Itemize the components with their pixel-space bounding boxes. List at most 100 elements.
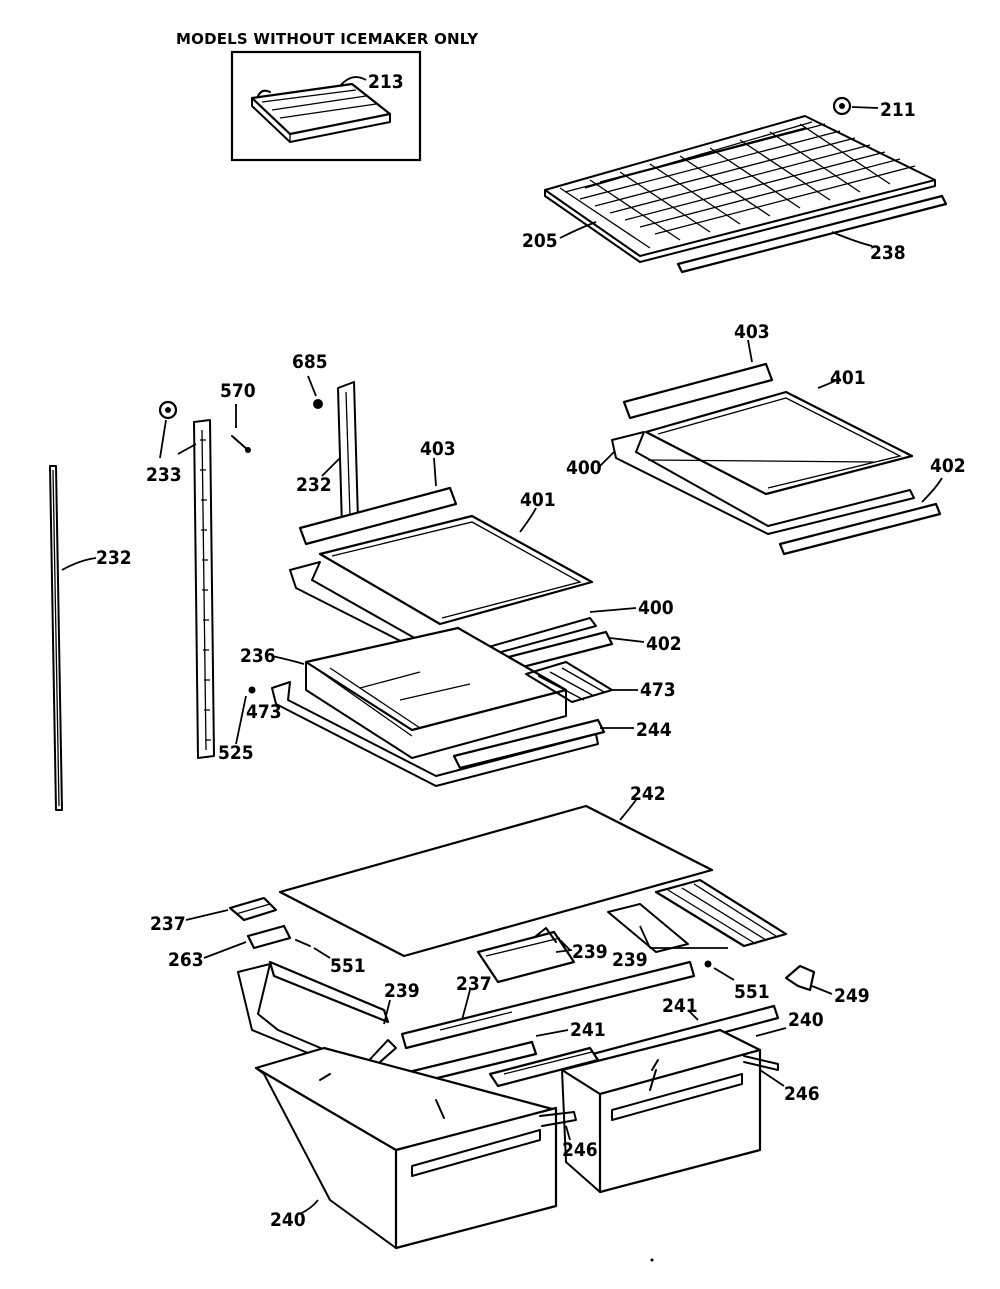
crisper-frame-244	[271, 681, 606, 787]
leader-238	[831, 231, 873, 247]
label-263: 263	[168, 949, 204, 971]
label-249: 249	[834, 985, 870, 1007]
glass-shelf-401-mid	[318, 514, 594, 626]
shelf-trim-403-mid	[298, 486, 458, 546]
label-241-mid: 241	[570, 1019, 606, 1041]
label-401-right: 401	[830, 367, 866, 389]
leader-205	[559, 221, 597, 239]
label-233: 233	[146, 464, 182, 486]
label-685: 685	[292, 351, 328, 373]
label-239-left: 239	[384, 980, 420, 1002]
shelf-trim-402-right	[778, 502, 942, 556]
leader-239-right	[639, 925, 728, 949]
label-551-right: 551	[734, 981, 770, 1003]
leader-525	[235, 695, 247, 745]
leader-233	[159, 419, 197, 459]
label-401-mid: 401	[520, 489, 556, 511]
glass-shelf-401-right	[644, 390, 914, 496]
stray-mark	[650, 1258, 654, 1262]
leader-246-mid	[565, 1125, 571, 1141]
part-263-clip	[246, 924, 292, 950]
part-473-left-screw	[248, 686, 256, 694]
leader-241-mid	[535, 1029, 569, 1037]
leader-551-left	[313, 947, 331, 959]
drawer-240-left	[254, 1046, 558, 1250]
icemaker-inset-box	[230, 50, 422, 162]
leader-402-right	[921, 477, 943, 503]
shelf-trim-238	[676, 194, 948, 274]
label-402-mid: 402	[646, 633, 682, 655]
part-239-bracket-mid	[476, 927, 576, 984]
clip-211	[832, 96, 852, 116]
label-246-right: 246	[784, 1083, 820, 1105]
shelf-frame-400-right	[611, 431, 915, 535]
crisper-rail-237-mid	[400, 960, 696, 1050]
label-239-mid: 239	[572, 941, 608, 963]
label-236: 236	[240, 645, 276, 667]
leader-246-right	[759, 1069, 785, 1087]
label-403-right: 403	[734, 321, 770, 343]
leader-232-left	[61, 557, 97, 571]
rail-upright-233	[193, 419, 215, 759]
models-without-icemaker-header: MODELS WITHOUT ICEMAKER ONLY	[176, 30, 479, 48]
part-213-tray	[250, 82, 392, 143]
label-239-right: 239	[612, 949, 648, 971]
label-402-right: 402	[930, 455, 966, 477]
shelf-frame-400-mid	[289, 561, 597, 667]
leader-400-right	[597, 451, 615, 469]
wire-shelf-205	[544, 115, 936, 263]
drawer-240-right	[560, 1028, 762, 1194]
drawer-handle-246-mid	[539, 1111, 577, 1127]
leader-239-left	[383, 999, 391, 1025]
leader-242	[619, 799, 637, 821]
leader-232-upper	[321, 457, 341, 477]
label-400-mid: 400	[638, 597, 674, 619]
label-525: 525	[218, 742, 254, 764]
label-240-left: 240	[270, 1209, 306, 1231]
leader-237-mid	[461, 989, 471, 1021]
part-551-left-screw	[295, 939, 311, 947]
label-400-right: 400	[566, 457, 602, 479]
leader-263	[203, 941, 247, 959]
label-213: 213	[368, 71, 404, 93]
glass-cover-242	[278, 804, 714, 958]
label-473-right: 473	[640, 679, 676, 701]
rail-upright-232-upper	[337, 381, 359, 527]
rail-232-left	[49, 465, 63, 811]
part-551-right-screw	[704, 960, 712, 968]
part-249-latch	[784, 964, 816, 992]
label-211: 211	[880, 99, 916, 121]
label-242: 242	[630, 783, 666, 805]
label-232-left: 232	[96, 547, 132, 569]
support-237-left	[228, 896, 278, 922]
label-551-left: 551	[330, 955, 366, 977]
leader-213	[339, 76, 367, 87]
leader-239-mid	[555, 939, 573, 953]
label-244: 244	[636, 719, 672, 741]
part-233-knob	[158, 400, 178, 420]
leader-241-right	[687, 1009, 699, 1021]
leader-211	[851, 106, 879, 109]
part-685-screw	[313, 399, 323, 409]
label-246-mid: 246	[562, 1139, 598, 1161]
label-403-mid: 403	[420, 438, 456, 460]
label-237-mid: 237	[456, 973, 492, 995]
drawer-handle-246-right	[743, 1055, 779, 1071]
leader-240-right	[755, 1027, 787, 1037]
leader-403-mid	[433, 457, 437, 487]
label-570: 570	[220, 380, 256, 402]
leader-401-right	[817, 377, 841, 389]
label-232-upper: 232	[296, 474, 332, 496]
crisper-slide-right	[607, 878, 788, 953]
label-240-right: 240	[788, 1009, 824, 1031]
leader-551-right	[713, 967, 735, 981]
leader-401-mid	[519, 507, 537, 533]
crisper-cover-236	[304, 626, 568, 759]
leader-249	[811, 985, 833, 995]
leader-685	[307, 375, 317, 397]
label-238: 238	[870, 242, 906, 264]
leader-240-left	[299, 1199, 319, 1215]
label-205: 205	[522, 230, 558, 252]
leader-402-mid	[609, 637, 645, 643]
